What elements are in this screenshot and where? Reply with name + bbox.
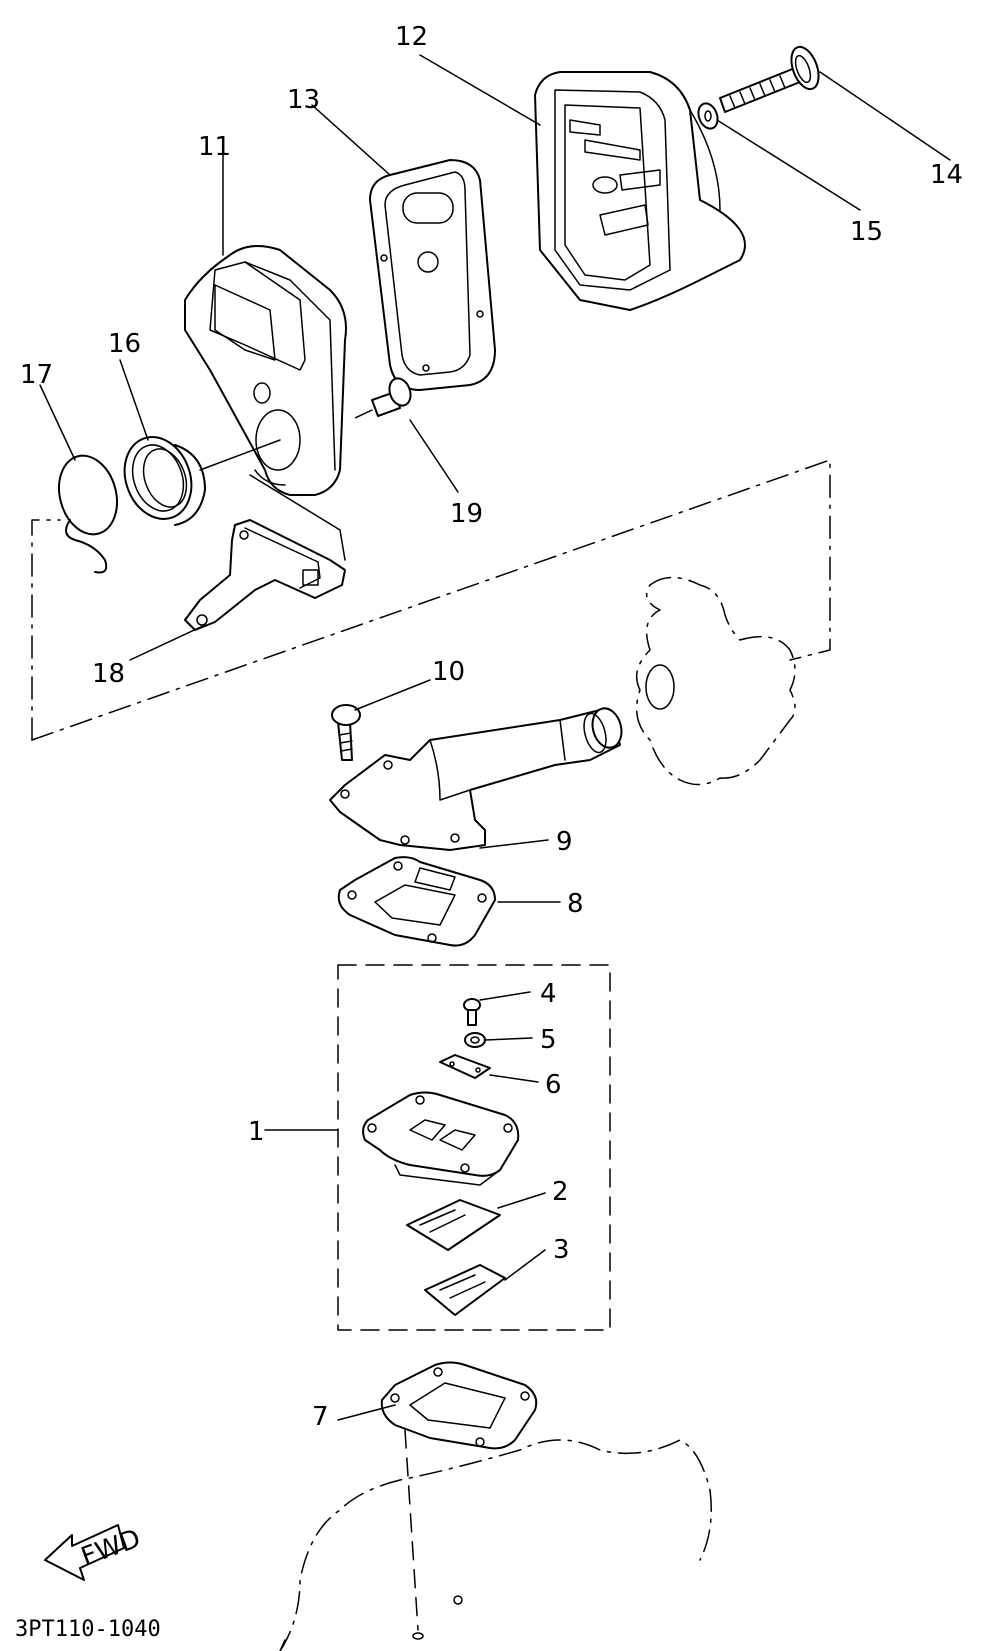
reed-valve-body	[362, 1091, 520, 1186]
label-part-5: 5	[540, 1025, 557, 1055]
part-7-gasket[interactable]	[380, 1361, 538, 1450]
label-part-11: 11	[198, 132, 231, 162]
part-3-reed-stopper[interactable]	[424, 1264, 506, 1316]
part-15-washer[interactable]	[695, 101, 721, 132]
label-part-8: 8	[567, 889, 584, 919]
part-18-bracket[interactable]	[184, 519, 346, 631]
part-1-reed-valve-assembly-box[interactable]	[337, 964, 611, 1331]
label-part-7: 7	[312, 1402, 329, 1432]
label-part-18: 18	[92, 659, 125, 689]
label-part-15: 15	[850, 217, 883, 247]
engine-outline-lower	[279, 1429, 712, 1651]
assembly-frame-upper	[31, 459, 831, 741]
part-13-filter-element[interactable]	[369, 159, 496, 391]
part-8-gasket[interactable]	[337, 856, 496, 947]
part-9-intake-manifold[interactable]	[329, 705, 626, 851]
label-part-10: 10	[432, 657, 465, 687]
part-5-nut[interactable]	[464, 1032, 486, 1048]
label-part-19: 19	[450, 499, 483, 529]
part-2-reed[interactable]	[406, 1199, 501, 1251]
part-14-bolt[interactable]	[719, 43, 824, 113]
part-11-silencer-case[interactable]	[184, 245, 347, 496]
label-part-17: 17	[20, 360, 53, 390]
label-part-13: 13	[287, 85, 320, 115]
label-part-2: 2	[552, 1177, 569, 1207]
part-10-screw[interactable]	[331, 704, 361, 761]
part-19-screw[interactable]	[354, 375, 414, 419]
part-16-intake-joint[interactable]	[114, 428, 281, 529]
part-17-clip[interactable]	[51, 449, 126, 574]
fwd-arrow-icon: FWD	[44, 1524, 145, 1581]
label-part-16: 16	[108, 329, 141, 359]
diagram-code: 3PT110-1040	[15, 1617, 161, 1642]
label-part-6: 6	[545, 1070, 562, 1100]
part-6-stopper-plate[interactable]	[439, 1054, 491, 1079]
part-12-silencer-cover[interactable]	[534, 71, 746, 311]
engine-outline-upper	[635, 576, 796, 786]
label-part-14: 14	[930, 160, 963, 190]
label-part-3: 3	[553, 1235, 570, 1265]
label-part-9: 9	[556, 827, 573, 857]
label-part-12: 12	[395, 22, 428, 52]
part-4-screw[interactable]	[463, 998, 481, 1026]
label-part-4: 4	[540, 979, 557, 1009]
label-part-1: 1	[248, 1117, 265, 1147]
part-labels: 1 2 3 4 5 6 7 8 9 10 11 12 13 14 15 16 1…	[20, 22, 963, 1432]
leader-lines	[39, 54, 951, 1421]
